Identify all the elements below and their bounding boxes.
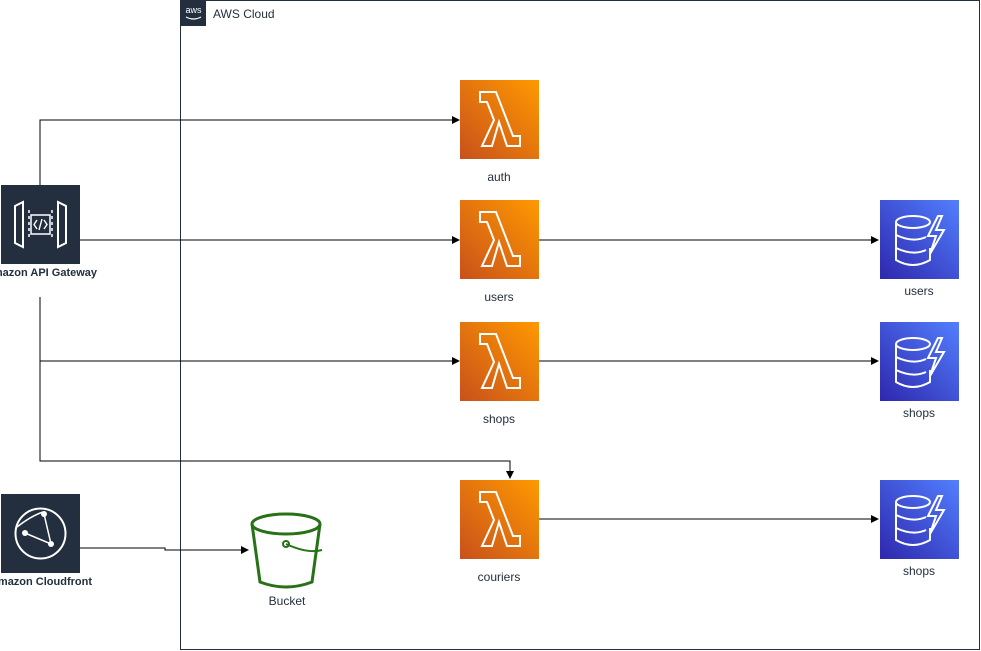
s3-bucket-icon bbox=[250, 512, 323, 589]
lambda-icon bbox=[460, 200, 539, 279]
edge-api-to-shops bbox=[39, 297, 460, 365]
dynamodb-users-node[interactable]: users bbox=[880, 200, 959, 300]
aws-logo-text: aws bbox=[185, 5, 202, 15]
api-gateway-icon bbox=[1, 185, 80, 264]
aws-cloud-group: aws AWS Cloud bbox=[180, 0, 980, 650]
lambda-shops-label: shops bbox=[482, 412, 516, 426]
lambda-couriers-node[interactable]: couriers bbox=[460, 480, 539, 585]
lambda-auth-node[interactable]: auth bbox=[460, 80, 539, 185]
cloudfront-icon bbox=[1, 494, 80, 573]
edge-api-to-couriers bbox=[39, 361, 514, 479]
edge-api-to-auth bbox=[39, 116, 460, 185]
edge-cloudfront-to-bucket bbox=[80, 546, 249, 554]
dynamodb-icon bbox=[880, 200, 959, 279]
lambda-auth-label: auth bbox=[487, 170, 511, 184]
api-gateway-label: Amazon API Gateway bbox=[0, 267, 98, 279]
lambda-icon bbox=[460, 80, 539, 159]
cloudfront-label: Amazon Cloudfront bbox=[0, 576, 93, 588]
aws-logo-icon: aws bbox=[181, 1, 206, 26]
dynamodb-icon bbox=[880, 322, 959, 401]
lambda-users-label: users bbox=[484, 290, 514, 304]
dynamodb-couriers-label: shops bbox=[902, 564, 936, 578]
lambda-icon bbox=[460, 480, 539, 559]
dynamodb-users-label: users bbox=[904, 284, 934, 298]
cloud-title: AWS Cloud bbox=[213, 7, 275, 21]
dynamodb-shops-label: shops bbox=[902, 406, 936, 420]
api-gateway-node[interactable]: Amazon API Gateway bbox=[0, 185, 97, 297]
lambda-icon bbox=[460, 322, 539, 401]
lambda-shops-node[interactable]: shops bbox=[460, 322, 539, 427]
lambda-users-node[interactable]: users bbox=[460, 200, 539, 305]
s3-bucket-node[interactable]: Bucket bbox=[248, 510, 327, 610]
dynamodb-icon bbox=[880, 480, 959, 559]
bucket-label: Bucket bbox=[268, 594, 306, 608]
lambda-couriers-label: couriers bbox=[477, 570, 521, 584]
dynamodb-shops-node[interactable]: shops bbox=[880, 322, 959, 422]
cloudfront-node[interactable]: Amazon Cloudfront bbox=[0, 494, 92, 606]
dynamodb-couriers-node[interactable]: shops bbox=[880, 480, 959, 580]
